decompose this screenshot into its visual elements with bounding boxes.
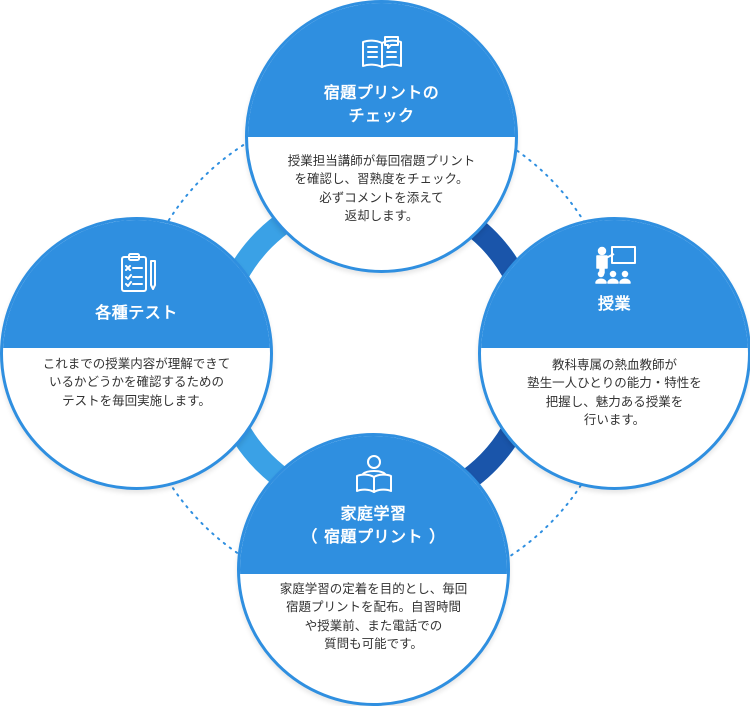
reading-person-icon [355,455,392,493]
node-class-title: 授業 [597,294,631,313]
node-home-header: 家庭学習 （ 宿題プリント ） [240,436,507,574]
node-tests: 各種テスト これまでの授業内容が理解できて いるかどうかを確認するための テスト… [0,217,273,490]
teacher-board-icon [594,246,636,284]
node-class: 授業 教科専属の熱血教師が 塾生一人ひとりの能力・特性を 把握し、魅力ある授業を… [478,217,750,490]
node-homework-title: 宿題プリントの チェック [323,83,440,125]
node-tests-header: 各種テスト [3,220,270,348]
node-homework-check: 宿題プリントの チェック 授業担当講師が毎回宿題プリント を確認し、習熟度をチェ… [245,0,518,273]
node-class-header: 授業 [481,220,748,348]
node-class-description: 教科専属の熱血教師が 塾生一人ひとりの能力・特性を 把握し、魅力ある授業を 行い… [527,356,702,428]
node-home-study: 家庭学習 （ 宿題プリント ） 家庭学習の定着を目的とし、毎回 宿題プリントを配… [237,433,510,706]
node-home-title: 家庭学習 （ 宿題プリント ） [301,504,446,546]
node-home-description: 家庭学習の定着を目的とし、毎回 宿題プリントを配布。自習時間 や授業前、また電話… [279,580,468,652]
node-homework-description: 授業担当講師が毎回宿題プリント を確認し、習熟度をチェック。 必ずコメントを添え… [287,152,476,224]
node-homework-header: 宿題プリントの チェック [248,3,515,137]
clipboard-checklist-icon [120,253,156,292]
node-tests-title: 各種テスト [95,303,178,322]
open-book-icon [361,36,402,68]
node-tests-description: これまでの授業内容が理解できて いるかどうかを確認するための テストを毎回実施し… [42,355,231,408]
